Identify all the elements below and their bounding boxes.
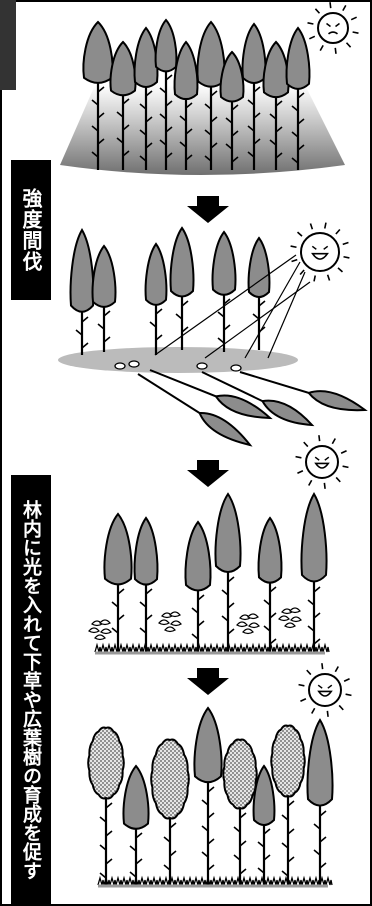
thinning-scene (58, 226, 368, 447)
conifer-tree-icon (69, 228, 95, 355)
conifer-tree-icon (103, 512, 133, 652)
conifer-tree-icon (133, 26, 159, 170)
conifer-tree-icon (252, 764, 276, 885)
conifer-tree-icon (257, 516, 283, 652)
stump-icon (128, 360, 140, 368)
ground-shadow (58, 347, 298, 373)
broadleaf-tree-icon (87, 726, 125, 885)
conifer-tree-icon (133, 516, 159, 652)
conifer-tree-icon (82, 20, 114, 170)
conifer-tree-icon (184, 520, 212, 652)
ground-shadow (60, 85, 345, 175)
stump-icon (230, 364, 242, 372)
undergrowth-icon (236, 613, 260, 635)
undergrowth-icon (158, 611, 182, 633)
undergrowth-icon (88, 619, 112, 641)
conifer-tree-icon (169, 226, 195, 350)
conifer-tree-icon (306, 718, 334, 885)
conifer-tree-icon (109, 40, 137, 170)
undergrowth-scene (88, 492, 330, 655)
sunbeam (267, 271, 306, 359)
sunbeam (154, 254, 297, 356)
conifer-tree-icon (214, 492, 242, 652)
stump-icon (114, 362, 126, 370)
sun-icon (290, 222, 350, 282)
grass-icon (97, 875, 333, 888)
conifer-tree-icon (300, 492, 328, 652)
dense-forest-scene (60, 18, 345, 175)
down-arrow-icon (187, 196, 229, 223)
corner-bar (0, 0, 16, 90)
stump-icon (196, 362, 208, 370)
conifer-tree-icon (193, 706, 223, 885)
conifer-tree-icon (91, 244, 117, 352)
broadleaf-tree-icon (150, 738, 190, 885)
sunbeam (204, 281, 311, 359)
conifer-tree-icon (154, 18, 178, 170)
undergrowth-icon (278, 607, 302, 629)
label-strong-thinning: 強度間伐 (11, 160, 51, 300)
conifer-tree-icon (144, 242, 168, 355)
down-arrow-icon (187, 460, 229, 487)
conifer-tree-icon (173, 40, 199, 170)
conifer-tree-icon (247, 236, 271, 350)
step-arrows (187, 196, 229, 695)
conifer-tree-icon (241, 22, 267, 170)
broadleaf-tree-icon (270, 724, 306, 885)
down-arrow-icon (187, 668, 229, 695)
sun-icon (298, 663, 352, 717)
mixed-forest-scene (87, 706, 334, 888)
label-light-undergrowth: 林内に光を入れて下草や広葉樹の育成を促す (11, 475, 51, 905)
conifer-tree-icon (122, 764, 150, 885)
suns (290, 2, 359, 717)
felled-log-icon (137, 373, 253, 447)
sun-icon (295, 435, 349, 489)
conifer-tree-icon (285, 26, 311, 170)
conifer-tree-icon (196, 20, 226, 170)
grass-icon (94, 642, 330, 655)
sun-icon (307, 2, 359, 54)
felled-log-icon (201, 371, 315, 427)
felled-log-icon (239, 371, 368, 412)
felled-log-icon (149, 369, 273, 420)
broadleaf-tree-icon (222, 738, 258, 885)
conifer-tree-icon (211, 230, 237, 352)
sunbeam (244, 261, 301, 359)
